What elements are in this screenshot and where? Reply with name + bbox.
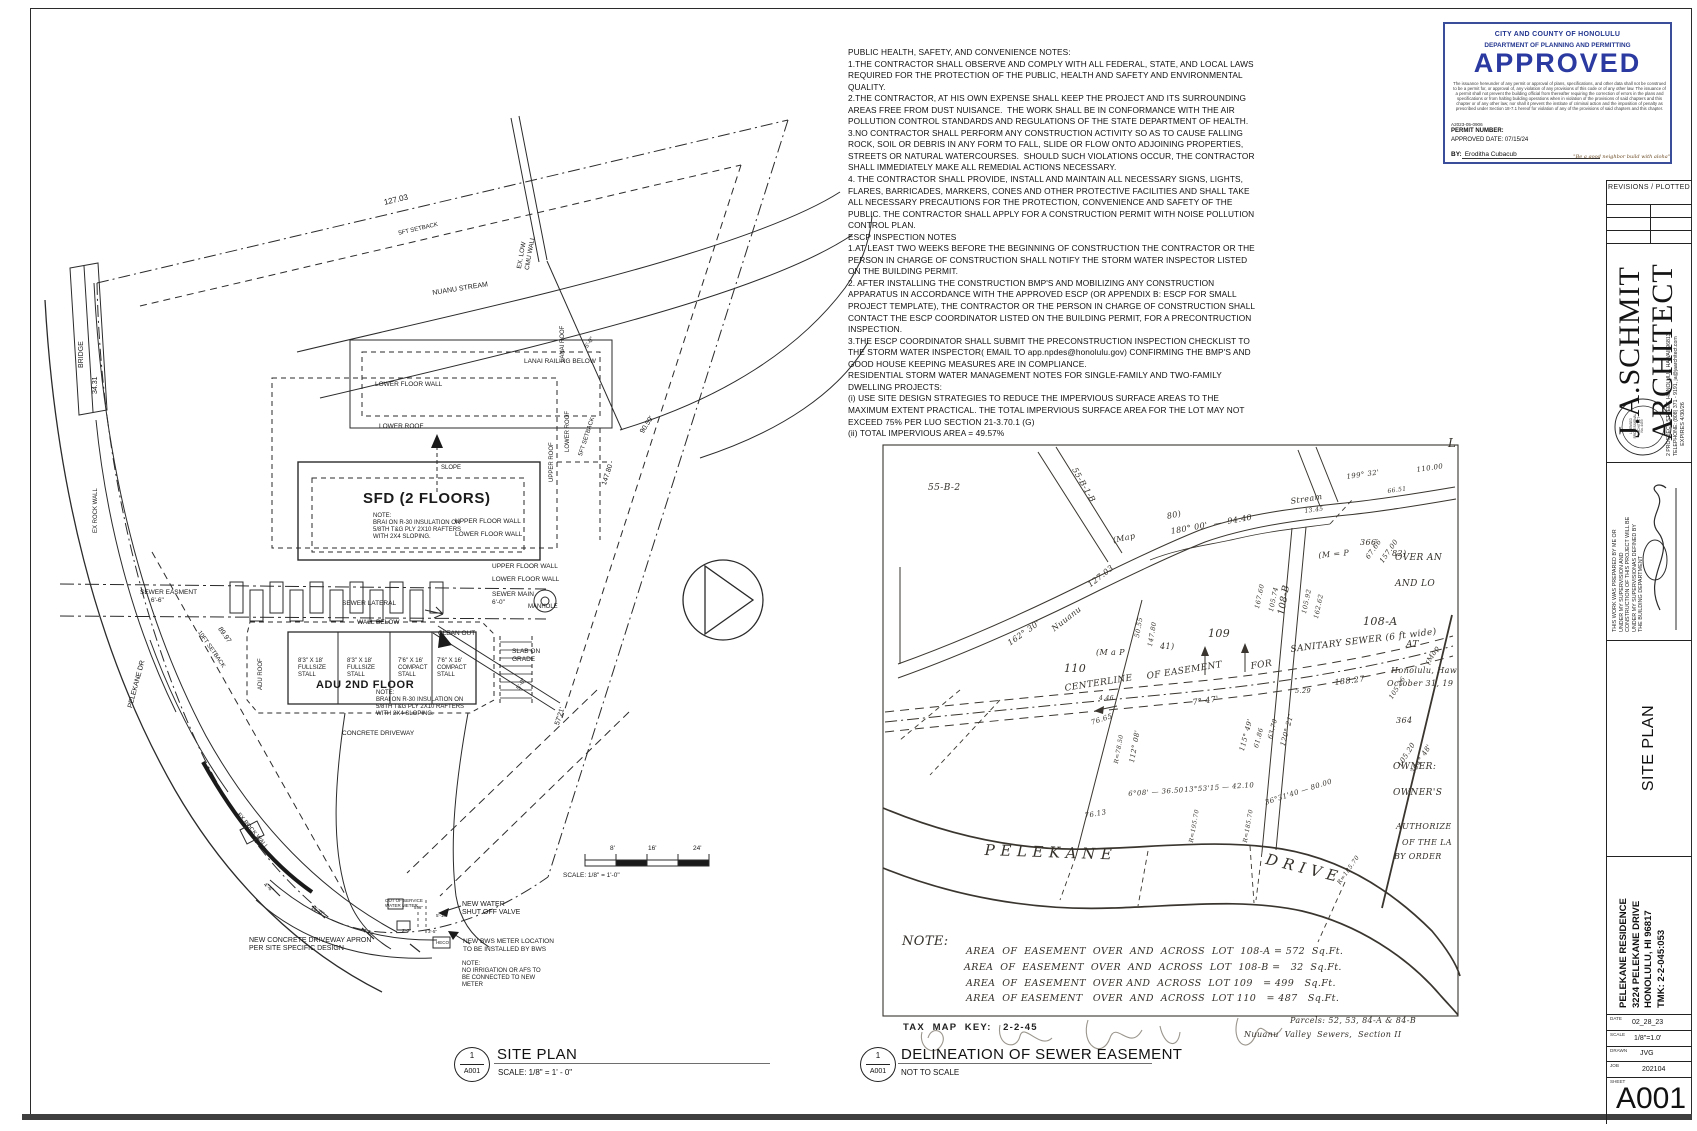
tb-sep — [1606, 856, 1692, 857]
site-plan-title: SITE PLAN — [497, 1046, 578, 1063]
easement-title-underline — [898, 1063, 1152, 1064]
tb-sep — [1606, 217, 1692, 218]
address-line2: TELEPHONE: (808) 371 - 9191, ja@jaarchit… — [1672, 336, 1679, 456]
title-block — [1606, 180, 1692, 1124]
scale-label: SCALE — [1610, 1032, 1626, 1037]
stamp-motto: "Be a good neighbor build with aloha" — [1573, 154, 1670, 160]
tb-sep — [1606, 1046, 1692, 1047]
stamp-by-label: BY: — [1451, 151, 1462, 158]
public-health-notes: PUBLIC HEALTH, SAFETY, AND CONVENIENCE N… — [848, 47, 1256, 439]
supervision-statement: THIS WORK WAS PREPARED BY ME OR UNDER MY… — [1612, 516, 1645, 632]
stamp-application-number: A2023-05-0906 — [1451, 122, 1483, 127]
tb-sep — [1606, 230, 1692, 231]
date-label: DATE — [1610, 1016, 1622, 1021]
detail-sheet: A001 — [869, 1068, 887, 1075]
address-line1: 2 PROSPECT STREET, HONOLULU, HAWAII 9681… — [1666, 333, 1672, 456]
scale-value: 1/8"=1.0' — [1634, 1035, 1662, 1042]
job-label: JOB — [1610, 1063, 1619, 1068]
site-plan-scale: SCALE: 1/8" = 1' - 0" — [498, 1068, 573, 1077]
tb-revision-divider — [1650, 204, 1651, 243]
project-info: PELEKANE RESIDENCE 3224 PELEKANE DRIVE H… — [1618, 898, 1667, 1008]
tb-sep — [1606, 640, 1692, 641]
stamp-approved-date-value: 07/15/24 — [1504, 137, 1529, 143]
easement-title-bubble: 1 A001 — [860, 1047, 896, 1082]
detail-sheet: A001 — [463, 1068, 481, 1075]
pencil-scribbles — [920, 1017, 1283, 1052]
seal-expires: EXPIRES 4/30/26 — [1680, 402, 1686, 446]
architect-signature — [1653, 484, 1667, 611]
stamp-approved-date-label: APPROVED DATE: — [1451, 137, 1504, 143]
sheet-bottom-band — [22, 1114, 1692, 1120]
site-plan-geometry — [44, 115, 873, 993]
north-arrow — [682, 559, 764, 641]
drawn-label: DRAWN — [1610, 1048, 1628, 1053]
sheet-label: SHEET — [1610, 1079, 1626, 1084]
approval-stamp: CITY AND COUNTY OF HONOLULU DEPARTMENT O… — [1443, 22, 1672, 164]
sheet-number: A001 — [1615, 1082, 1687, 1115]
stamp-permit-number-label: PERMIT NUMBER: — [1451, 128, 1504, 134]
stamp-approved-text: APPROVED — [1473, 48, 1642, 78]
stamp-by-name: Eroditha Cubacub — [1461, 151, 1600, 159]
architect-seal — [1614, 398, 1677, 630]
firm-address: 2 PROSPECT STREET, HONOLULU, HAWAII 9681… — [1666, 250, 1679, 456]
survey-map-geometry — [882, 444, 1461, 1052]
stamp-department: DEPARTMENT OF PLANNING AND PERMITTING — [1484, 42, 1631, 49]
seal-line: No. 4453 — [1640, 419, 1645, 433]
site-plan-title-underline — [494, 1063, 770, 1064]
revisions-header: REVISIONS / PLOTTED — [1608, 184, 1690, 191]
stamp-fine-print: The issuance hereunder of any permit or … — [1453, 81, 1666, 111]
stamp-agency: CITY AND COUNTY OF HONOLULU — [1494, 31, 1621, 38]
drawn-value: JVG — [1640, 1050, 1654, 1057]
manhole-symbol — [533, 589, 557, 613]
sewer-lateral-boxes — [229, 581, 444, 622]
tb-sep — [1606, 204, 1692, 205]
detail-number: 1 — [865, 1048, 891, 1065]
date-value: 02_28_23 — [1632, 1019, 1664, 1026]
site-plan-title-bubble: 1 A001 — [454, 1047, 490, 1082]
tb-sep — [1606, 1061, 1692, 1062]
scale-bar — [584, 854, 710, 867]
stamp-approved-by: BY:Eroditha Cubacub — [1451, 151, 1600, 159]
tb-sep — [1606, 1030, 1692, 1031]
seal-text: LICENSED PROFESSIONAL ARCHITECT No. 4453 — [1629, 408, 1645, 444]
detail-number: 1 — [459, 1048, 485, 1065]
tb-sep — [1606, 462, 1692, 463]
stamp-approved-date: APPROVED DATE: 07/15/24 — [1451, 137, 1528, 143]
tb-sep — [1606, 1077, 1692, 1078]
sheet-title-rotated: SITE PLAN — [1640, 704, 1657, 792]
tb-sep — [1606, 243, 1692, 244]
easement-scale: NOT TO SCALE — [901, 1068, 960, 1077]
tb-sep — [1606, 1014, 1692, 1015]
job-value: 202104 — [1642, 1066, 1666, 1073]
easement-title: DELINEATION OF SEWER EASEMENT — [901, 1046, 1183, 1063]
